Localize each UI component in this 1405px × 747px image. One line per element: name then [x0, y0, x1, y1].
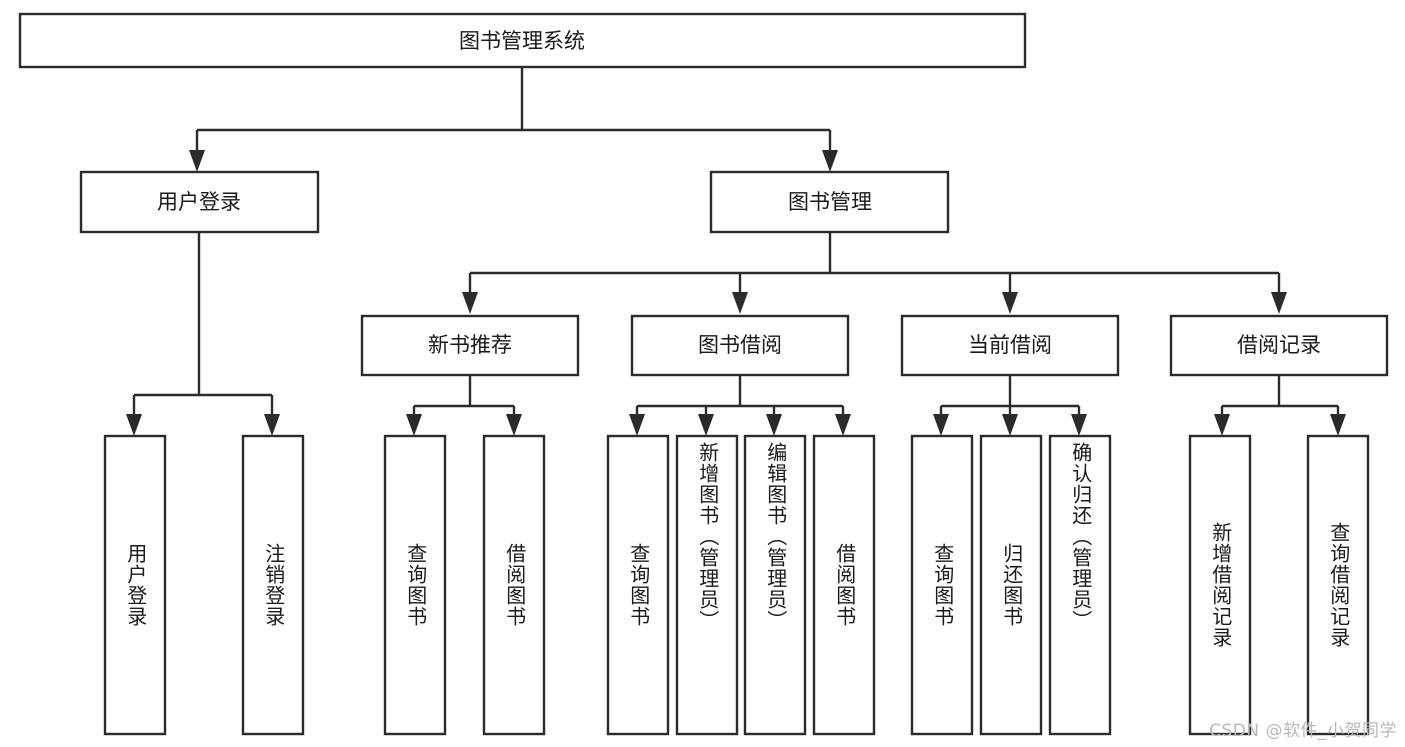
node-root-system[interactable]: 图书管理系统 — [18, 12, 1027, 69]
csdn-watermark: CSDN @软件_小贺同学 — [1209, 721, 1397, 741]
leaf-box-logout — [241, 434, 305, 736]
node-borrow-record-label: 借阅记录 — [1237, 333, 1321, 357]
leaf-box-borrow-book-2 — [812, 434, 876, 736]
leaf-box-user-login — [103, 434, 167, 736]
connectors-book-mgmt-to-level3 — [462, 232, 1287, 314]
leaf-box-query-book-3 — [910, 434, 974, 736]
leaf-box-confirm-return — [1048, 434, 1112, 736]
leaf-box-borrow-book-1 — [482, 434, 546, 736]
leaf-box-edit-book-admin — [743, 434, 807, 736]
connectors-borrow-record-to-leaves — [1214, 375, 1346, 436]
node-book-management[interactable]: 图书管理 — [709, 170, 950, 234]
node-new-book-recommend-label: 新书推荐 — [428, 333, 512, 357]
leaf-box-query-book-1 — [383, 434, 447, 736]
node-book-borrow[interactable]: 图书借阅 — [630, 314, 850, 377]
connectors-current-borrow-to-leaves — [933, 375, 1087, 436]
node-user-login-label: 用户登录 — [157, 190, 241, 214]
connectors-new-book-rec-to-leaves — [406, 375, 522, 436]
connectors-book-borrow-to-leaves — [629, 375, 851, 436]
node-borrow-record[interactable]: 借阅记录 — [1169, 314, 1389, 377]
leaf-boxes — [103, 434, 1370, 736]
connectors-root-to-level2 — [189, 67, 838, 172]
leaf-box-add-book-admin — [675, 434, 739, 736]
leaf-box-query-book-2 — [606, 434, 670, 736]
node-user-login[interactable]: 用户登录 — [79, 170, 320, 234]
connectors-user-login-to-leaves — [126, 232, 280, 436]
node-new-book-recommend[interactable]: 新书推荐 — [360, 314, 580, 377]
node-current-borrow-label: 当前借阅 — [968, 333, 1052, 357]
leaf-box-query-borrow-rec — [1306, 434, 1370, 736]
node-root-label: 图书管理系统 — [459, 29, 585, 53]
leaf-box-add-borrow-record — [1188, 434, 1252, 736]
leaf-box-return-book — [979, 434, 1043, 736]
node-book-borrow-label: 图书借阅 — [698, 333, 782, 357]
node-book-management-label: 图书管理 — [788, 190, 872, 214]
node-current-borrow[interactable]: 当前借阅 — [900, 314, 1120, 377]
